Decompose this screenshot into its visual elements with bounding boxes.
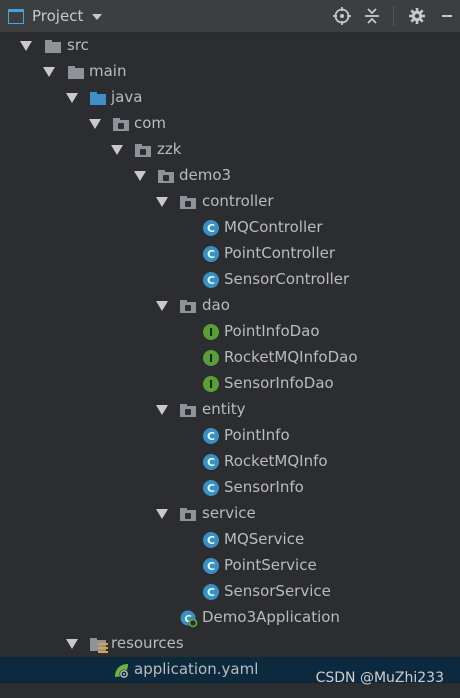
tree-node-label: SensorService xyxy=(224,582,331,600)
tree-node-label: dao xyxy=(202,296,230,314)
tree-node-label: PointService xyxy=(224,556,317,574)
tree-node-pointinfo[interactable]: C PointInfo xyxy=(0,423,460,449)
tree-node-src[interactable]: src xyxy=(0,33,460,59)
hide-panel-icon[interactable] xyxy=(434,3,460,29)
tree-node-label: MQController xyxy=(224,218,323,236)
class-icon: C xyxy=(203,272,219,288)
expand-arrow-icon[interactable] xyxy=(89,119,101,129)
tree-node-mqcontroller[interactable]: C MQController xyxy=(0,215,460,241)
project-view-selector[interactable]: Project xyxy=(8,7,103,25)
tree-node-label: PointInfo xyxy=(224,426,290,444)
tree-node-resources[interactable]: resources xyxy=(0,631,460,657)
tree-node-pointinfodao[interactable]: I PointInfoDao xyxy=(0,319,460,345)
package-icon xyxy=(180,506,196,522)
expand-arrow-icon[interactable] xyxy=(66,639,78,649)
tree-node-label: zzk xyxy=(157,140,182,158)
gear-icon[interactable] xyxy=(404,3,430,29)
tree-node-mqservice[interactable]: C MQService xyxy=(0,527,460,553)
tree-node-entity[interactable]: entity xyxy=(0,397,460,423)
header-toolbar xyxy=(325,0,460,32)
tree-node-label: Demo3Application xyxy=(202,608,340,626)
tree-node-label: java xyxy=(111,88,143,106)
tree-node-application-yaml[interactable]: application.yaml xyxy=(0,657,460,683)
tree-node-controller[interactable]: controller xyxy=(0,189,460,215)
expand-arrow-icon[interactable] xyxy=(43,67,55,77)
chevron-down-icon xyxy=(92,14,103,20)
tree-node-label: com xyxy=(134,114,167,132)
tree-node-service[interactable]: service xyxy=(0,501,460,527)
spring-boot-class-icon: C xyxy=(180,610,198,628)
tree-node-label: MQService xyxy=(224,530,305,548)
tree-node-sensorservice[interactable]: C SensorService xyxy=(0,579,460,605)
svg-text:C: C xyxy=(184,614,191,625)
expand-arrow-icon[interactable] xyxy=(66,93,78,103)
tree-node-label: PointInfoDao xyxy=(224,322,320,340)
tree-node-label: SensorInfo xyxy=(224,478,304,496)
tree-node-label: SensorInfoDao xyxy=(224,374,334,392)
tree-node-sensorinfo[interactable]: C SensorInfo xyxy=(0,475,460,501)
interface-icon: I xyxy=(203,376,219,392)
panel-title: Project xyxy=(32,7,84,25)
tree-node-main[interactable]: main xyxy=(0,59,460,85)
class-icon: C xyxy=(203,246,219,262)
tree-node-label: demo3 xyxy=(179,166,232,184)
tree-node-label: entity xyxy=(202,400,246,418)
tree-node-java[interactable]: java xyxy=(0,85,460,111)
tree-node-demo3[interactable]: demo3 xyxy=(0,163,460,189)
class-icon: C xyxy=(203,220,219,236)
expand-arrow-icon[interactable] xyxy=(156,301,168,311)
package-icon xyxy=(113,116,129,132)
package-icon xyxy=(180,298,196,314)
locate-file-icon[interactable] xyxy=(329,3,355,29)
package-icon xyxy=(158,168,174,184)
package-icon xyxy=(180,402,196,418)
watermark: CSDN @MuZhi233 xyxy=(315,670,444,686)
folder-icon xyxy=(68,64,84,80)
collapse-all-icon[interactable] xyxy=(359,3,385,29)
tree-node-label: src xyxy=(67,36,89,54)
expand-arrow-icon[interactable] xyxy=(156,405,168,415)
tree-node-pointservice[interactable]: C PointService xyxy=(0,553,460,579)
tree-node-demo3application[interactable]: C Demo3Application xyxy=(0,605,460,631)
tree-node-label: PointController xyxy=(224,244,336,262)
class-icon: C xyxy=(203,532,219,548)
package-icon xyxy=(135,142,151,158)
tree-node-zzk[interactable]: zzk xyxy=(0,137,460,163)
resources-folder-icon xyxy=(90,636,108,653)
tree-node-label: service xyxy=(202,504,256,522)
tree-node-label: RocketMQInfoDao xyxy=(224,348,358,366)
tree-node-rocketmqinfodao[interactable]: I RocketMQInfoDao xyxy=(0,345,460,371)
toolbar-divider xyxy=(393,6,394,26)
folder-icon xyxy=(45,38,61,54)
tree-node-label: resources xyxy=(111,634,184,652)
tree-node-label: controller xyxy=(202,192,274,210)
class-icon: C xyxy=(203,454,219,470)
tree-node-label: RocketMQInfo xyxy=(224,452,328,470)
tree-node-label: application.yaml xyxy=(134,660,259,678)
tree-node-sensorinfodao[interactable]: I SensorInfoDao xyxy=(0,371,460,397)
project-window-icon xyxy=(8,8,24,24)
tree-node-rocketmqinfo[interactable]: C RocketMQInfo xyxy=(0,449,460,475)
project-panel-header: Project xyxy=(0,0,460,33)
spring-config-file-icon xyxy=(112,662,129,679)
interface-icon: I xyxy=(203,324,219,340)
expand-arrow-icon[interactable] xyxy=(111,145,123,155)
tree-node-label: SensorController xyxy=(224,270,350,288)
expand-arrow-icon[interactable] xyxy=(20,41,32,51)
source-folder-icon xyxy=(90,90,106,106)
tree-node-label: main xyxy=(89,62,127,80)
expand-arrow-icon[interactable] xyxy=(134,171,146,181)
tree-node-pointcontroller[interactable]: C PointController xyxy=(0,241,460,267)
class-icon: C xyxy=(203,558,219,574)
package-icon xyxy=(180,194,196,210)
interface-icon: I xyxy=(203,350,219,366)
class-icon: C xyxy=(203,480,219,496)
expand-arrow-icon[interactable] xyxy=(156,197,168,207)
tree-node-com[interactable]: com xyxy=(0,111,460,137)
tree-node-sensorcontroller[interactable]: C SensorController xyxy=(0,267,460,293)
class-icon: C xyxy=(203,428,219,444)
tree-node-dao[interactable]: dao xyxy=(0,293,460,319)
class-icon: C xyxy=(203,584,219,600)
expand-arrow-icon[interactable] xyxy=(156,509,168,519)
